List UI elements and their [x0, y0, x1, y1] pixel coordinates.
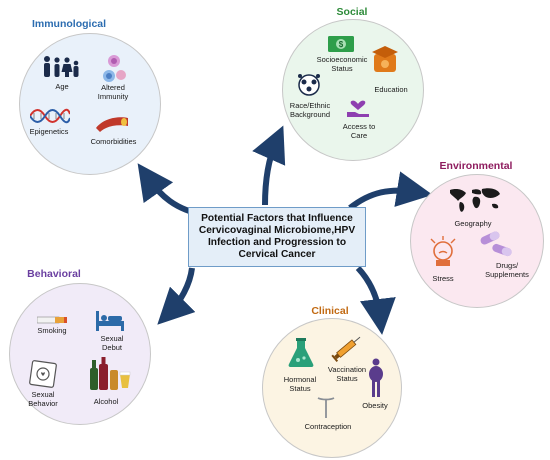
environmental-item-geography: Geography [454, 219, 492, 228]
sexual-behavior-icon [29, 360, 57, 388]
family-icon [44, 56, 79, 77]
immunological-item-age: Age [55, 82, 69, 91]
iud-icon [317, 397, 335, 418]
pills-icon [480, 231, 512, 257]
immune-cells-icon [103, 55, 126, 82]
central-topic-box: Potential Factors that Influence Cervico… [188, 207, 366, 267]
graduation-icon [372, 46, 398, 72]
immunological-item-comorbidities: Comorbidities [90, 137, 137, 146]
immunological-item-epigenetics: Epigenetics [29, 127, 69, 136]
clinical-item-vaccination-status: Vaccination Status [327, 365, 367, 383]
arrow-to-clinical [355, 265, 396, 335]
social-item-access-to-care: Access to Care [342, 122, 376, 140]
svg-text:$: $ [339, 40, 344, 49]
clinical-title: Clinical [311, 305, 349, 317]
environmental-title: Environmental [439, 160, 513, 172]
social-title: Social [336, 6, 368, 18]
immunological-title: Immunological [31, 18, 107, 30]
central-topic-line-2: Cervicovaginal Microbiome,HPV [198, 224, 356, 236]
cigarette-icon [37, 316, 67, 324]
flask-icon [288, 338, 314, 367]
alcohol-icon [90, 357, 131, 390]
social-item-education: Education [374, 85, 408, 94]
obesity-icon [369, 358, 383, 397]
immunological-circle [19, 33, 161, 175]
behavioral-item-smoking: Smoking [37, 326, 67, 335]
environmental-item-stress: Stress [432, 274, 454, 283]
central-topic-line-4: Cervical Cancer [238, 249, 316, 261]
arrow-to-social [252, 125, 286, 206]
central-topic-line-3: Infection and Progression to [207, 237, 347, 248]
social-item-race-ethnic-background: Race/Ethnic Background [289, 101, 331, 119]
behavioral-item-sexual-behavior: Sexual Behavior [28, 390, 58, 408]
money-icon: $ [328, 36, 354, 52]
care-hand-heart-icon [347, 100, 369, 117]
stress-head-icon [430, 236, 456, 266]
arrow-to-behavioral [157, 267, 196, 325]
artery-icon [96, 117, 128, 132]
immunological-item-altered-immunity: Altered Immunity [97, 83, 129, 101]
social-item-socioeconomic-status: Socioeconomic Status [316, 55, 368, 73]
behavioral-title: Behavioral [27, 268, 81, 280]
syringe-icon [331, 336, 361, 362]
bed-icon [96, 311, 124, 331]
clinical-item-obesity: Obesity [362, 401, 388, 410]
clinical-item-hormonal-status: Hormonal Status [283, 375, 317, 393]
behavioral-item-alcohol: Alcohol [93, 397, 119, 406]
behavioral-item-sexual-debut: Sexual Debut [100, 334, 124, 352]
arrow-to-environmental [348, 171, 433, 211]
behavioral-circle [9, 283, 151, 425]
central-topic-line-1: Potential Factors that Influence [201, 212, 353, 224]
world-map-icon [450, 188, 500, 212]
environmental-item-drugs-supplements: Drugs/ Supplements [485, 261, 529, 279]
dna-icon [30, 108, 70, 124]
diversity-icon [298, 74, 320, 96]
clinical-item-contraception: Contraception [304, 422, 352, 431]
